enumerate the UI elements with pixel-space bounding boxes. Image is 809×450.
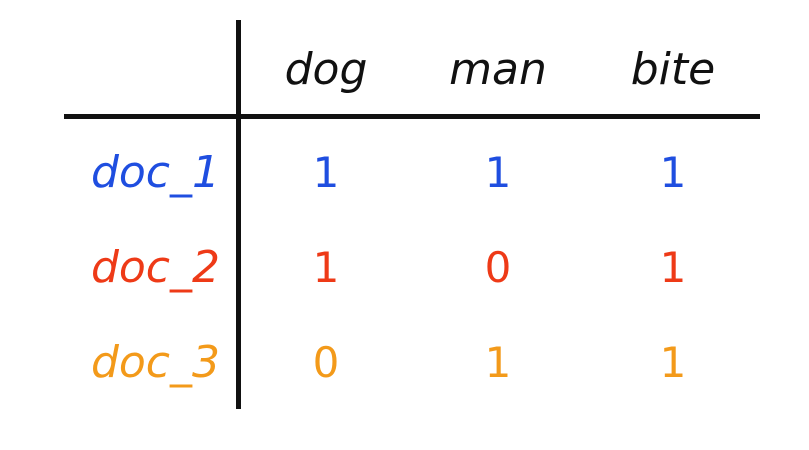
- cell-doc-3-dog: 0: [312, 338, 340, 387]
- column-header-dog: dog: [284, 44, 368, 95]
- vertical-divider: [236, 20, 241, 409]
- column-header-bite: bite: [630, 44, 716, 95]
- cell-doc-2-man: 0: [484, 243, 512, 292]
- row-label-doc-2: doc_2: [90, 242, 220, 293]
- cell-doc-2-dog: 1: [312, 243, 340, 292]
- cell-doc-1-bite: 1: [659, 148, 687, 197]
- cell-doc-3-bite: 1: [659, 338, 687, 387]
- column-header-man: man: [449, 44, 547, 95]
- row-label-doc-3: doc_3: [90, 337, 220, 388]
- cell-doc-2-bite: 1: [659, 243, 687, 292]
- row-label-doc-1: doc_1: [90, 147, 220, 198]
- horizontal-divider: [64, 114, 760, 119]
- cell-doc-1-man: 1: [484, 148, 512, 197]
- cell-doc-1-dog: 1: [312, 148, 340, 197]
- cell-doc-3-man: 1: [484, 338, 512, 387]
